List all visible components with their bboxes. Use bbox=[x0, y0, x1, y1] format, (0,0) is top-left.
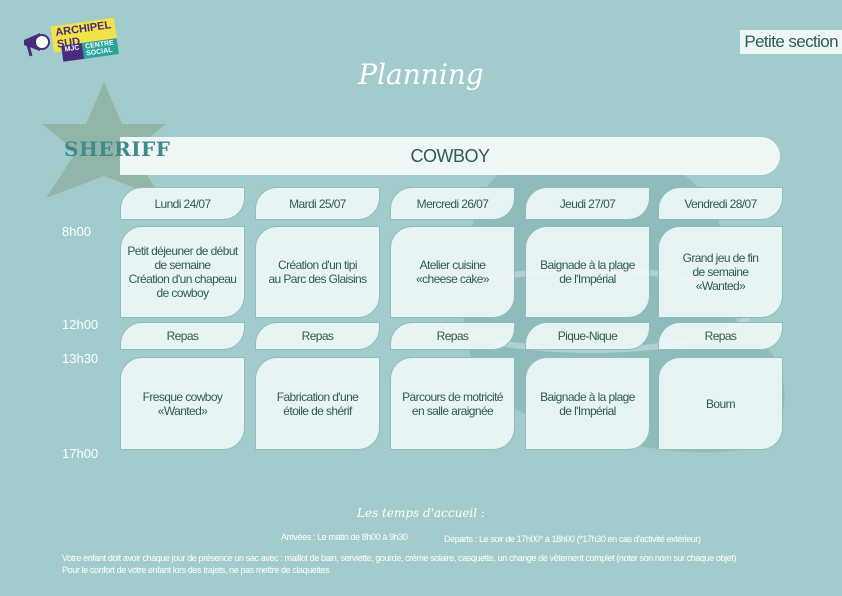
lunch-card: Pique-Nique bbox=[525, 322, 650, 350]
lunch-card: Repas bbox=[658, 322, 783, 350]
page-title: Planning bbox=[358, 58, 484, 91]
lunch-card: Repas bbox=[255, 322, 380, 350]
morning-activity: Grand jeu de fin de semaine «Wanted» bbox=[658, 226, 783, 318]
day-header: Jeudi 27/07 bbox=[525, 187, 650, 220]
day-header: Lundi 24/07 bbox=[120, 187, 245, 220]
logo-cs: CENTRE SOCIAL bbox=[81, 38, 119, 59]
afternoon-activity: Parcours de motricité en salle araignée bbox=[390, 357, 515, 450]
time-label: 17h00 bbox=[62, 446, 99, 461]
afternoon-activity: Baignade à la plage de l'Impérial bbox=[525, 357, 650, 450]
afternoon-activity: Fresque cowboy «Wanted» bbox=[120, 357, 245, 450]
morning-activity: Atelier cuisine «cheese cake» bbox=[390, 226, 515, 318]
notes: Votre enfant doit avoir chaque jour de p… bbox=[62, 552, 832, 576]
day-header: Vendredi 28/07 bbox=[658, 187, 783, 220]
time-label: 12h00 bbox=[62, 317, 99, 332]
morning-activity: Création d'un tipi au Parc des Glaisins bbox=[255, 226, 380, 318]
afternoon-activity: Boum bbox=[658, 357, 783, 450]
morning-activity: Petit déjeuner de début de semaine Créat… bbox=[120, 226, 245, 318]
time-label: 8h00 bbox=[62, 224, 91, 239]
afternoon-activity: Fabrication d'une étoile de shérif bbox=[255, 357, 380, 450]
section-label: Petite section bbox=[740, 30, 842, 54]
megaphone-icon bbox=[24, 33, 50, 57]
day-header: Mercredi 26/07 bbox=[390, 187, 515, 220]
footer-heading: Les temps d'accueil : bbox=[357, 506, 485, 520]
morning-activity: Baignade à la plage de l'Impérial bbox=[525, 226, 650, 318]
note-text: Pour le confort de votre enfant lors des… bbox=[62, 565, 330, 575]
day-header: Mardi 25/07 bbox=[255, 187, 380, 220]
lunch-card: Repas bbox=[120, 322, 245, 350]
sheriff-badge: SHERIFF bbox=[64, 137, 171, 161]
arrivals-text: Arrivées : Le matin de 8h00 à 9h30 bbox=[281, 532, 408, 542]
time-label: 13h30 bbox=[62, 351, 99, 366]
theme-banner: COWBOY bbox=[120, 137, 780, 175]
departures-text: Départs : Le soir de 17h00* à 18h00 (*17… bbox=[444, 534, 701, 544]
lunch-card: Repas bbox=[390, 322, 515, 350]
note-text: Votre enfant doit avoir chaque jour de p… bbox=[62, 553, 737, 563]
